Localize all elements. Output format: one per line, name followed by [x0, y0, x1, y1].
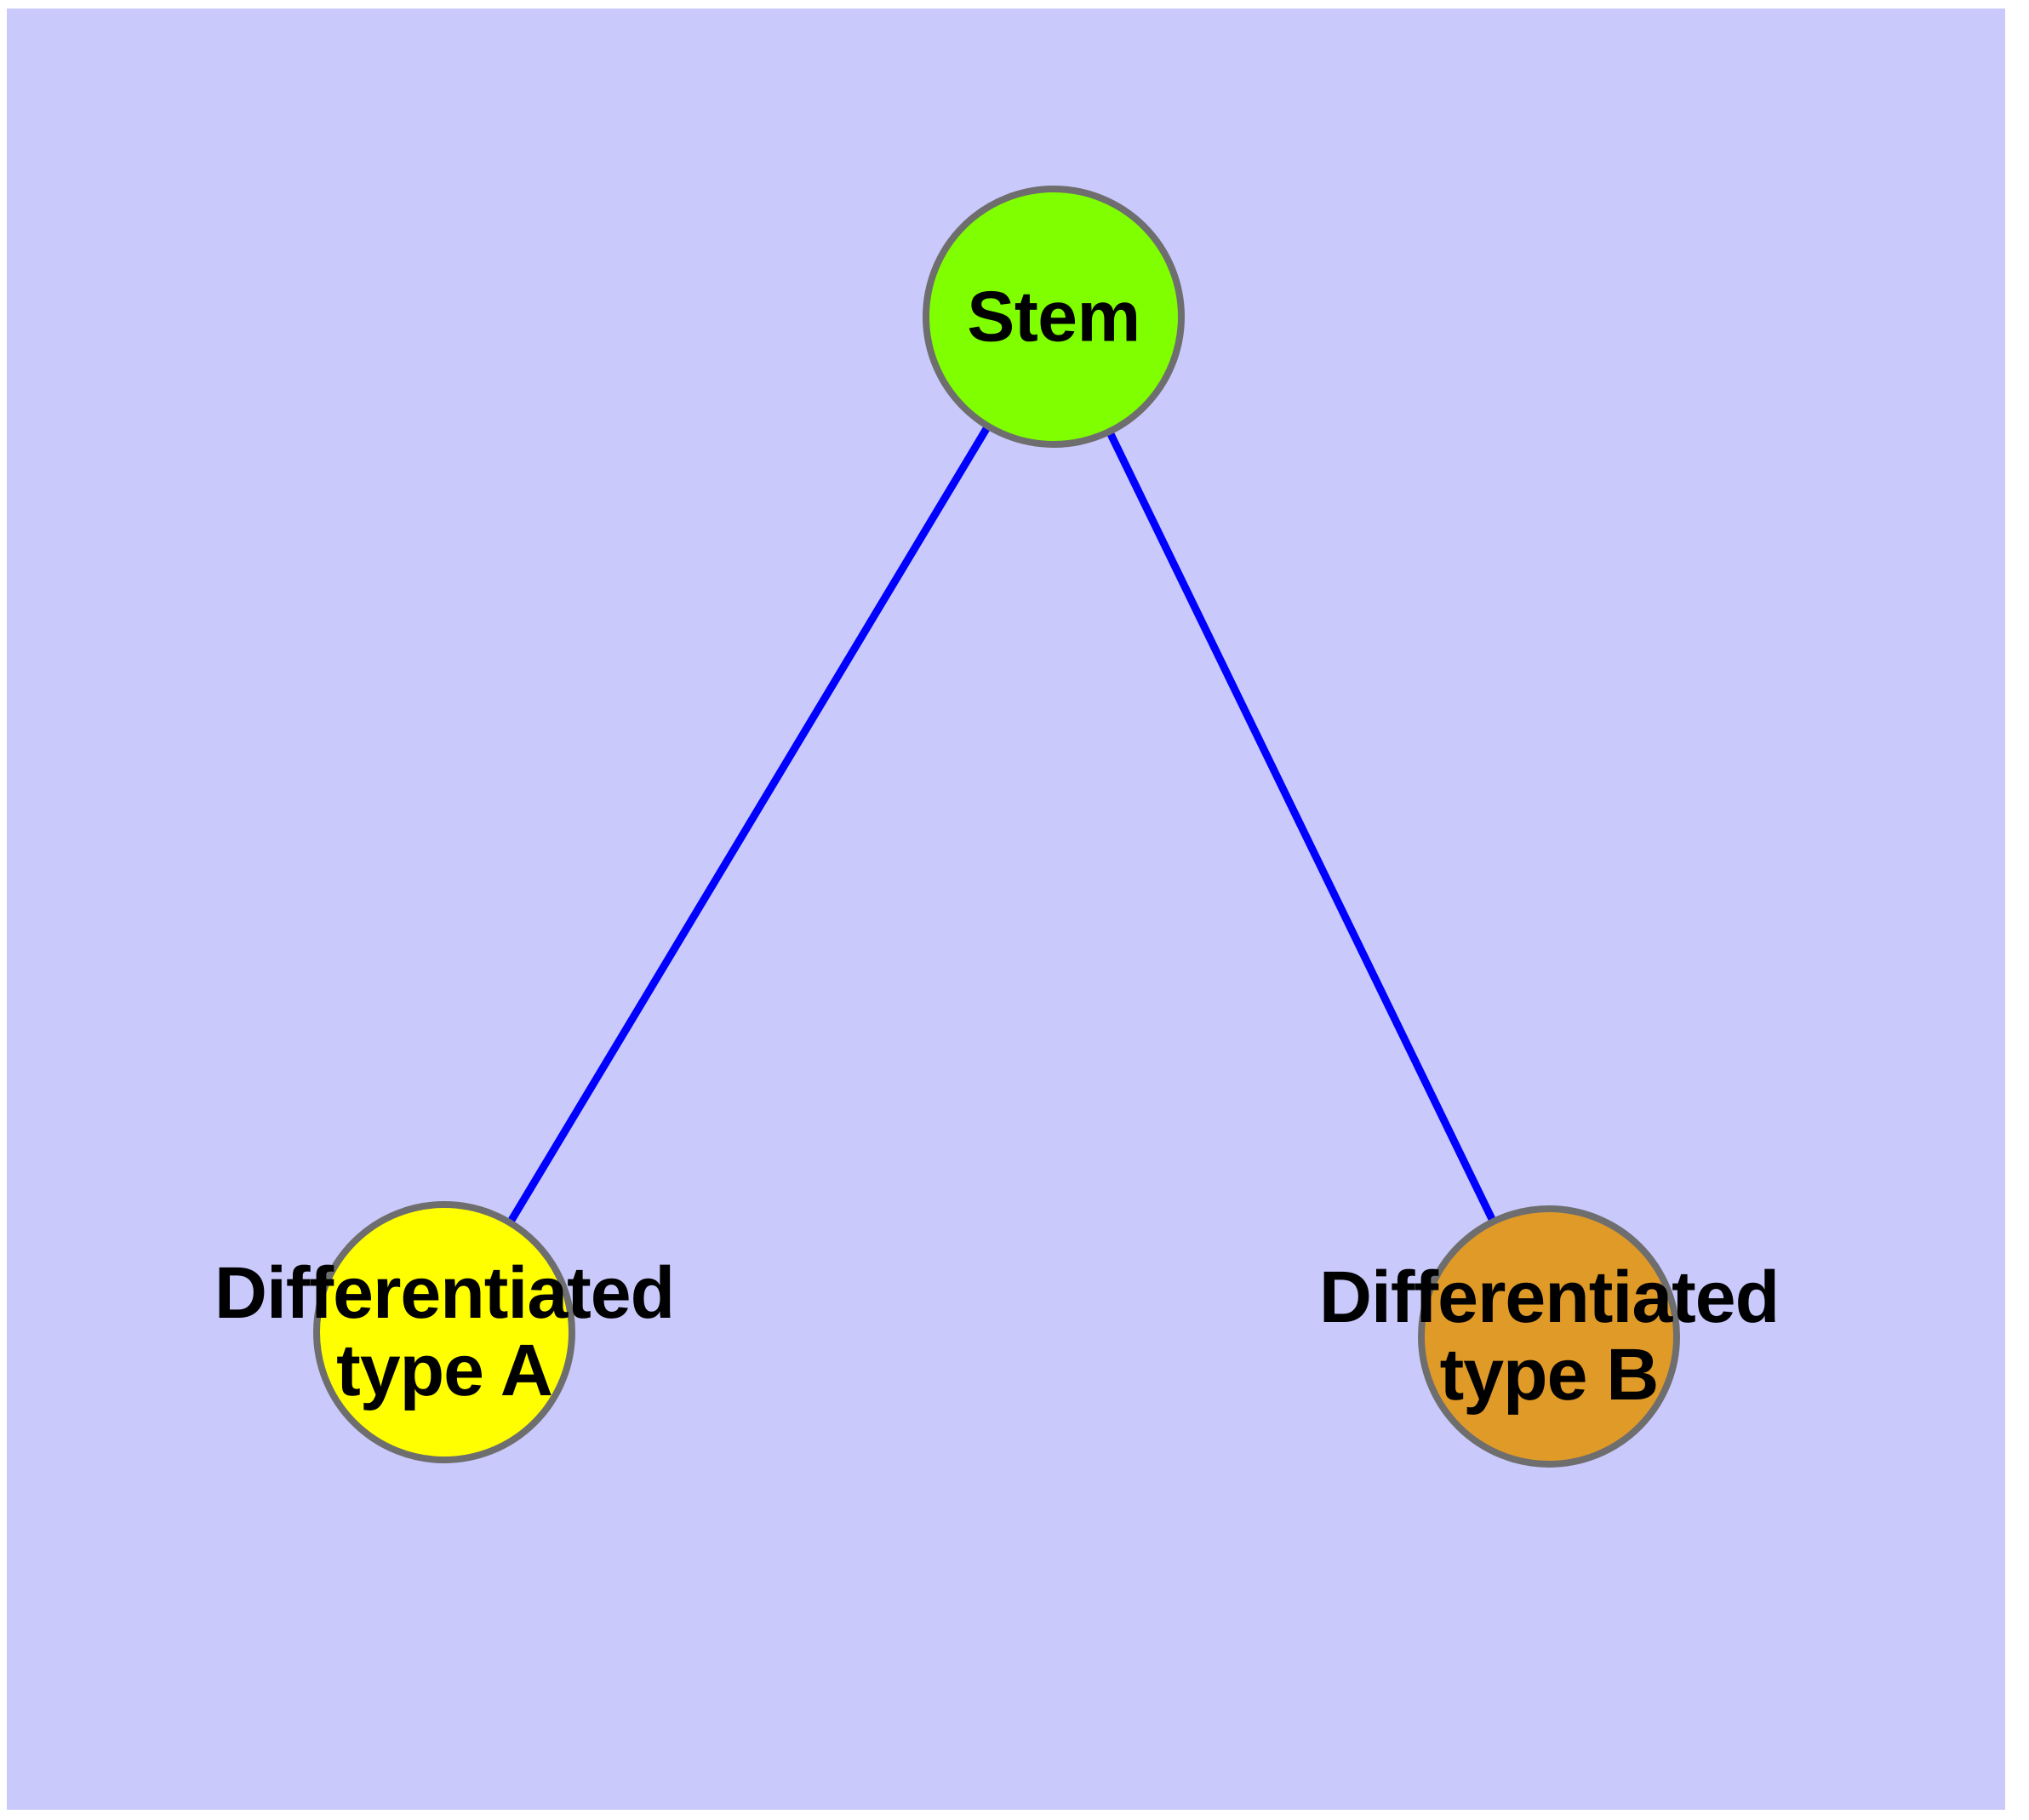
- node-differentiated-type-a[interactable]: [313, 1201, 575, 1463]
- edge-stem-to-differentiated-type-a[interactable]: [441, 314, 1057, 1335]
- edge-stem-to-differentiated-type-b[interactable]: [1049, 315, 1553, 1338]
- edge-layer: [441, 314, 1553, 1338]
- node-layer: [313, 186, 1680, 1468]
- node-stem[interactable]: [923, 186, 1185, 448]
- node-differentiated-type-b[interactable]: [1418, 1205, 1680, 1468]
